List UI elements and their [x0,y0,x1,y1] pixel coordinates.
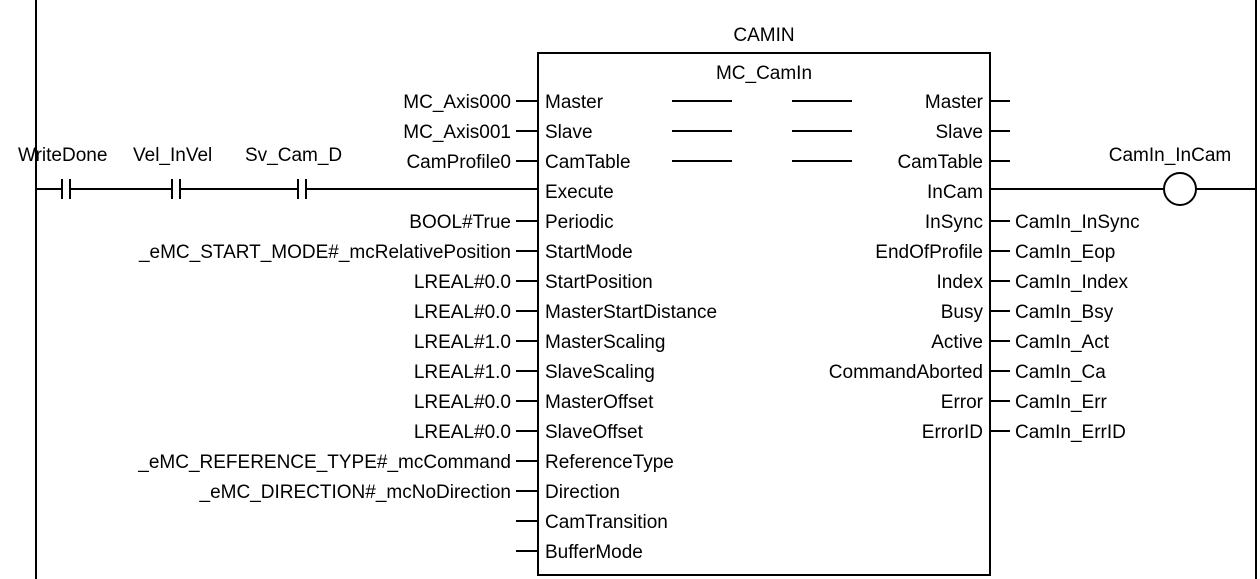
output-variable: CamIn_Eop [1015,242,1115,263]
input-pin-label: Periodic [545,212,614,233]
input-pin-label: SlaveScaling [545,362,655,383]
input-pin-label: Slave [545,122,593,143]
input-pin-slave: Slave MC_Axis001 [403,122,592,143]
incam-rung [990,172,1256,206]
input-pin-cam-table: CamTable CamProfile0 [406,152,630,173]
input-pin-execute: Execute [545,182,614,203]
output-pin-in-sync: InSync CamIn_InSync [925,212,1140,233]
output-pin-end-of-profile: EndOfProfile CamIn_Eop [875,242,1115,263]
input-pin-master-offset: MasterOffset LREAL#0.0 [414,392,654,413]
output-pin-busy: Busy CamIn_Bsy [941,302,1114,323]
output-pin-label: InCam [927,182,983,203]
output-variable: CamIn_Err [1015,392,1108,413]
block-type-name: MC_CamIn [716,63,812,84]
input-pin-reference-type: ReferenceType _eMC_REFERENCE_TYPE#_mcComm… [137,452,674,473]
output-variable: CamIn_ErrID [1015,422,1126,443]
input-pin-label: MasterStartDistance [545,302,717,323]
output-pin-label: EndOfProfile [875,242,983,263]
output-pin-active: Active CamIn_Act [931,332,1109,353]
output-pin-label: CamTable [897,152,983,173]
output-variable: CamIn_Bsy [1015,302,1114,323]
input-pin-cam-transition: CamTransition [516,512,668,533]
input-pin-buffer-mode: BufferMode [516,542,643,563]
input-variable: LREAL#0.0 [414,302,511,323]
output-pin-label: CommandAborted [829,362,983,383]
input-variable: LREAL#0.0 [414,392,511,413]
function-block [537,52,991,576]
coil-label-incam: CamIn_InCam [1109,145,1232,166]
input-pin-label: Execute [545,182,614,203]
input-pin-label: MasterOffset [545,392,654,413]
input-variable: CamProfile0 [406,152,511,173]
output-pin-label: ErrorID [922,422,983,443]
input-variable: MC_Axis001 [403,122,511,143]
input-variable: _eMC_REFERENCE_TYPE#_mcCommand [137,452,511,473]
input-pin-master-start-distance: MasterStartDistance LREAL#0.0 [414,302,717,323]
output-variable: CamIn_Index [1015,272,1129,293]
input-pin-master-scaling: MasterScaling LREAL#1.0 [414,332,666,353]
coil-incam [1163,172,1197,206]
output-variable: CamIn_Ca [1015,362,1106,383]
input-variable: LREAL#1.0 [414,362,511,383]
output-variable: CamIn_Act [1015,332,1110,353]
input-pin-start-mode: StartMode _eMC_START_MODE#_mcRelativePosi… [138,242,633,263]
input-pin-label: MasterScaling [545,332,665,353]
input-pin-start-position: StartPosition LREAL#0.0 [414,272,653,293]
input-pin-direction: Direction _eMC_DIRECTION#_mcNoDirection [199,482,620,503]
input-variable: _eMC_DIRECTION#_mcNoDirection [199,482,511,503]
output-pin-index: Index CamIn_Index [937,272,1129,293]
output-pin-label: Active [931,332,983,353]
output-pin-label: Index [937,272,984,293]
output-pin-label: Error [941,392,984,413]
input-pin-label: CamTransition [545,512,668,533]
input-pin-master: Master MC_Axis000 [403,92,603,113]
output-pin-cam-table: CamTable [897,152,1010,173]
input-pin-label: Master [545,92,604,113]
input-pin-periodic: Periodic BOOL#True [409,212,613,233]
input-pins: MasterMC_Axis000SlaveMC_Axis001CamTableC… [137,92,717,563]
output-pin-slave: Slave [935,122,1010,143]
input-pin-label: ReferenceType [545,452,674,473]
input-variable: LREAL#0.0 [414,422,511,443]
output-pin-label: InSync [925,212,983,233]
input-variable: LREAL#1.0 [414,332,511,353]
contact-writedone [61,179,71,199]
input-variable: BOOL#True [409,212,511,233]
block-instance-name: CAMIN [733,25,794,46]
input-pin-label: CamTable [545,152,631,173]
output-pin-label: Slave [935,122,983,143]
input-pin-label: Direction [545,482,620,503]
contact-sv-cam-d [297,179,307,199]
contact-label-sv-cam-d: Sv_Cam_D [245,145,342,166]
input-variable: LREAL#0.0 [414,272,511,293]
input-pin-label: SlaveOffset [545,422,644,443]
output-pin-command-aborted: CommandAborted CamIn_Ca [829,362,1106,383]
inout-passthrough-lines [672,100,852,162]
input-variable: MC_Axis000 [403,92,511,113]
output-pin-label: Master [925,92,984,113]
contact-label-writedone: WriteDone [18,145,107,166]
input-pin-label: StartPosition [545,272,653,293]
output-pin-label: Busy [941,302,984,323]
output-pin-master: Master [925,92,1010,113]
output-pin-in-cam: InCam [927,182,983,203]
input-pin-label: BufferMode [545,542,643,563]
output-pin-error-id: ErrorID CamIn_ErrID [922,422,1126,443]
output-pin-error: Error CamIn_Err [941,392,1108,413]
input-variable: _eMC_START_MODE#_mcRelativePosition [138,242,511,263]
contact-label-vel-invel: Vel_InVel [133,145,212,166]
input-pin-slave-scaling: SlaveScaling LREAL#1.0 [414,362,655,383]
contact-vel-invel [171,179,181,199]
input-pin-label: StartMode [545,242,633,263]
output-variable: CamIn_InSync [1015,212,1140,233]
input-pin-slave-offset: SlaveOffset LREAL#0.0 [414,422,644,443]
